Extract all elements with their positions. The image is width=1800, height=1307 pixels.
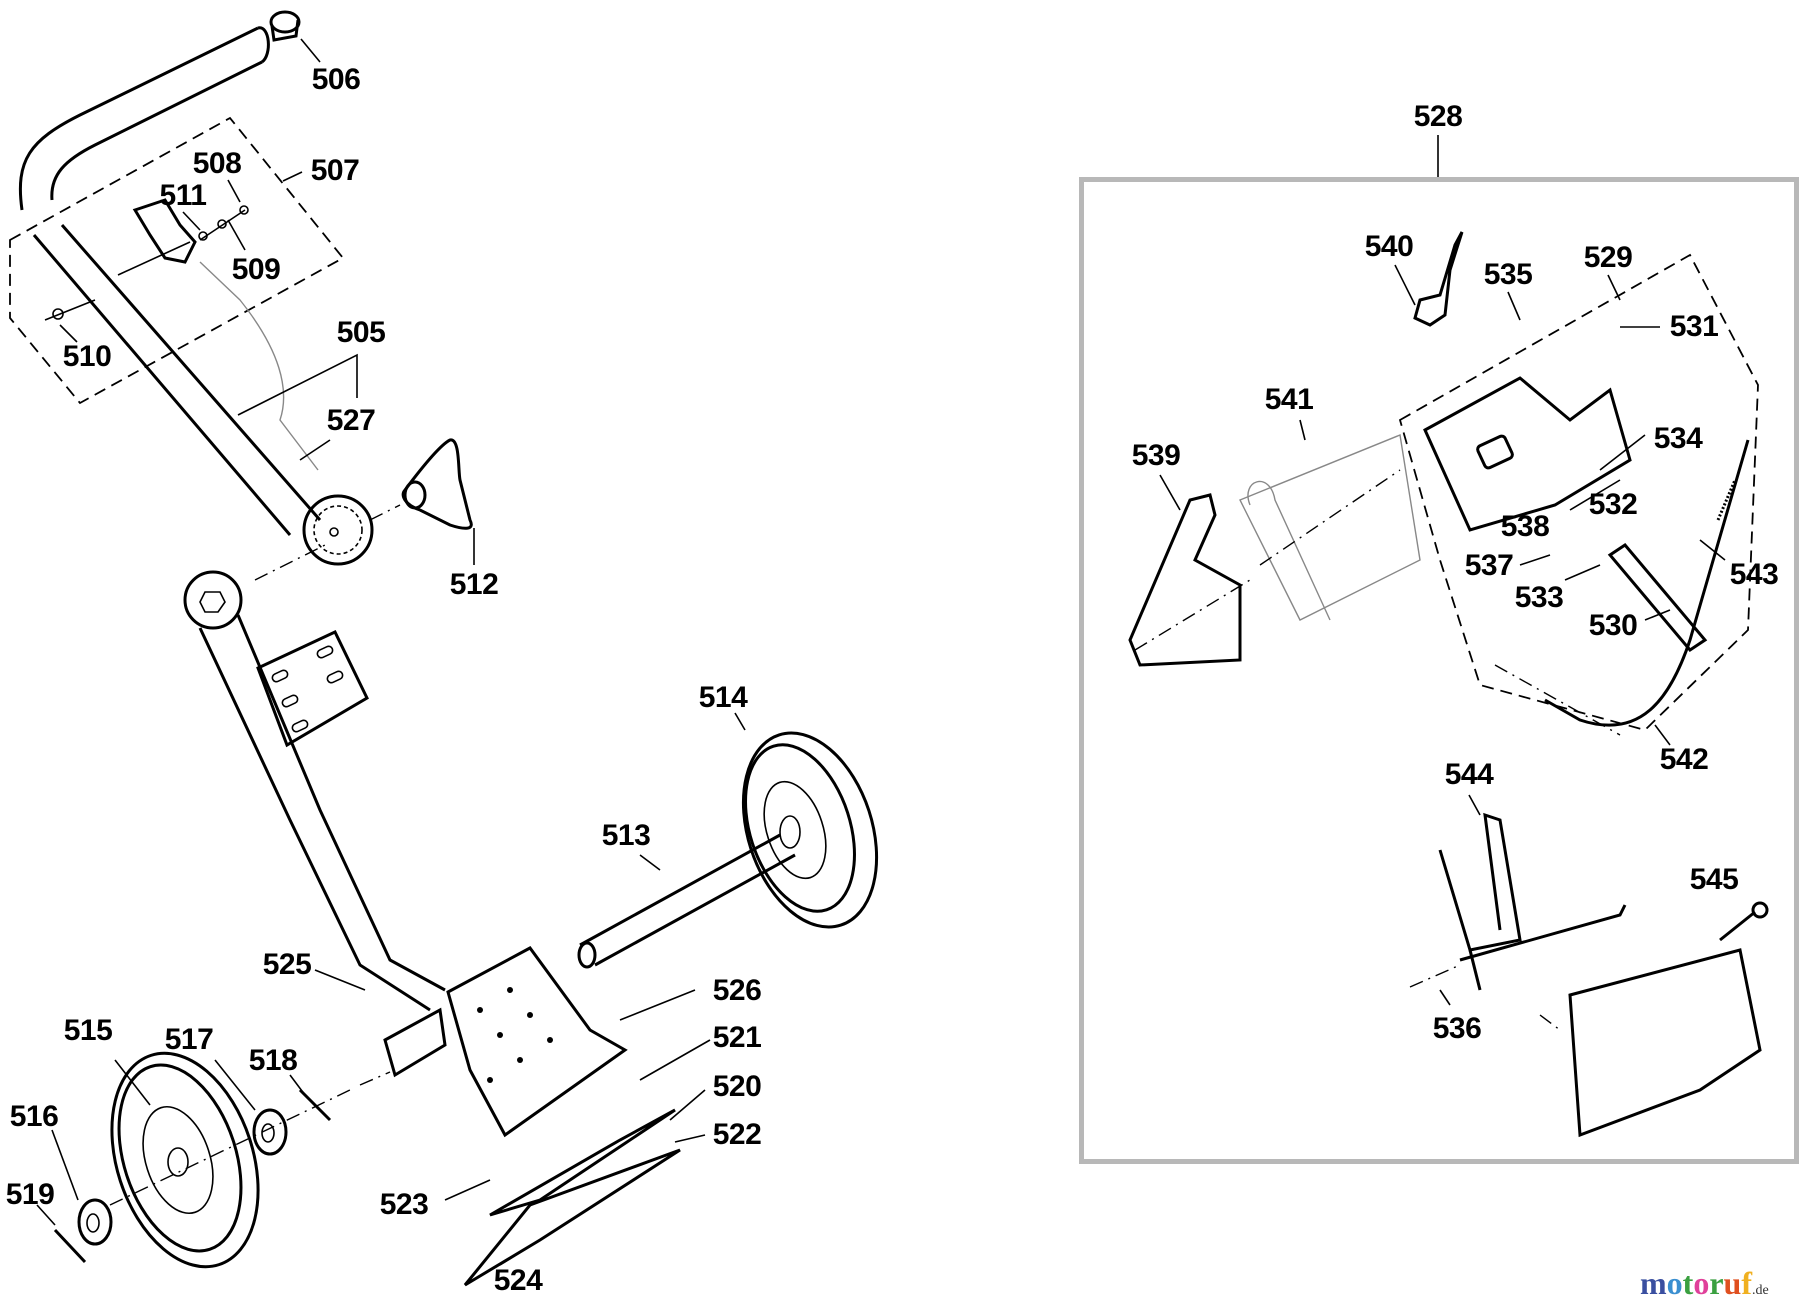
handle-530 (1607, 543, 1708, 652)
part-label-511: 511 (159, 179, 207, 212)
shield-539 (1128, 493, 1242, 667)
part-label-506: 506 (311, 63, 361, 96)
control-lever (1413, 231, 1464, 327)
part-label-533: 533 (1514, 581, 1564, 614)
part-label-538: 538 (1500, 510, 1550, 543)
cable-assembly (1544, 439, 1750, 727)
skid-plates (463, 1108, 681, 1287)
part-label-534: 534 (1653, 422, 1703, 455)
part-label-529: 529 (1583, 241, 1633, 274)
part-label-518: 518 (248, 1044, 298, 1077)
handle-end-cap (269, 10, 301, 42)
part-label-521: 521 (712, 1021, 762, 1054)
spring-clip (1438, 812, 1627, 991)
control-bracket (1423, 376, 1632, 532)
part-label-531: 531 (1669, 310, 1719, 343)
part-label-505: 505 (336, 316, 386, 349)
upper-handle (18, 26, 322, 536)
part-label-535: 535 (1483, 258, 1533, 291)
tube-section (1239, 434, 1421, 621)
kit-507-outline (9, 116, 345, 405)
part-label-540: 540 (1364, 230, 1414, 263)
kit-529-outline (1398, 253, 1759, 732)
mounting-plate (256, 630, 369, 748)
part-label-536: 536 (1432, 1012, 1482, 1045)
logo-letter: u (1723, 1265, 1742, 1301)
logo-letter: m (1640, 1265, 1667, 1301)
part-label-508: 508 (192, 147, 242, 180)
part-label-528: 528 (1413, 100, 1463, 133)
right-wheel (741, 731, 879, 929)
part-label-519: 519 (5, 1178, 55, 1211)
watermark-logo: motoruf.de (1640, 1265, 1769, 1302)
part-label-513: 513 (601, 819, 651, 852)
part-label-537: 537 (1464, 549, 1514, 582)
part-label-507: 507 (310, 154, 360, 187)
logo-letter: o (1666, 1265, 1683, 1301)
part-label-545: 545 (1689, 863, 1739, 896)
logo-tld: .de (1751, 1283, 1769, 1298)
part-label-517: 517 (164, 1023, 214, 1056)
part-label-544: 544 (1444, 758, 1494, 791)
axle (577, 833, 796, 969)
adjustment-gear (302, 494, 374, 566)
logo-letter: f (1741, 1265, 1752, 1301)
part-label-509: 509 (231, 253, 281, 286)
latch-lever (132, 198, 197, 264)
part-label-520: 520 (712, 1070, 762, 1103)
logo-letter: r (1709, 1265, 1724, 1301)
washers-and-pins (53, 1088, 332, 1264)
tee-knob (401, 438, 473, 530)
lower-handle (183, 570, 446, 1012)
bolt-545 (1719, 901, 1769, 942)
logo-letter: t (1682, 1265, 1694, 1301)
part-label-543: 543 (1729, 558, 1779, 591)
part-label-514: 514 (698, 681, 748, 714)
part-label-515: 515 (63, 1014, 113, 1047)
part-label-516: 516 (9, 1100, 59, 1133)
axle-bracket (383, 946, 628, 1138)
part-label-532: 532 (1588, 488, 1638, 521)
part-label-525: 525 (262, 948, 312, 981)
part-label-541: 541 (1264, 383, 1314, 416)
part-label-526: 526 (712, 974, 762, 1007)
part-label-523: 523 (379, 1188, 429, 1221)
part-label-524: 524 (493, 1264, 543, 1297)
part-label-542: 542 (1659, 743, 1709, 776)
control-kit-frame (1079, 177, 1799, 1164)
part-label-539: 539 (1131, 439, 1181, 472)
part-label-527: 527 (326, 404, 376, 437)
chute-plate (1568, 948, 1762, 1138)
left-wheel (110, 1051, 260, 1269)
part-label-522: 522 (712, 1118, 762, 1151)
part-label-530: 530 (1588, 609, 1638, 642)
part-label-512: 512 (449, 568, 499, 601)
part-label-510: 510 (62, 340, 112, 373)
logo-letter: o (1693, 1265, 1710, 1301)
